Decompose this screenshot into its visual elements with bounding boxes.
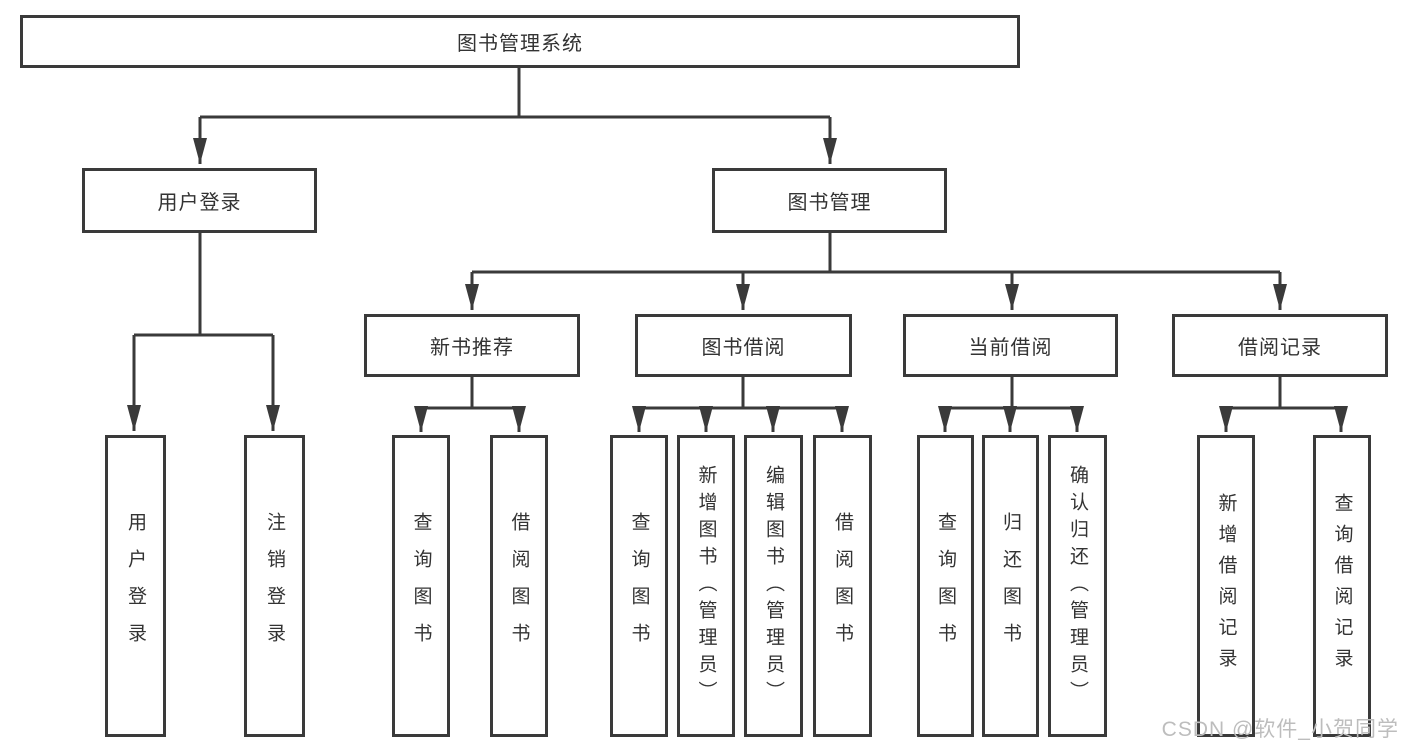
leaf-query-books-borrow: 查询图书 xyxy=(610,435,668,737)
node-library-management-system: 图书管理系统 xyxy=(20,15,1020,68)
node-book-borrow: 图书借阅 xyxy=(635,314,852,377)
leaf-add-book-admin: 新增图书（管理员） xyxy=(677,435,735,737)
leaf-query-books-current: 查询图书 xyxy=(917,435,974,737)
leaf-query-books-recommend: 查询图书 xyxy=(392,435,450,737)
node-current-borrow: 当前借阅 xyxy=(903,314,1118,377)
leaf-user-login: 用户登录 xyxy=(105,435,166,737)
leaf-borrow-books: 借阅图书 xyxy=(813,435,872,737)
leaf-borrow-books-recommend: 借阅图书 xyxy=(490,435,548,737)
watermark-text: CSDN @软件_小贺同学 xyxy=(1161,718,1399,741)
leaf-return-books: 归还图书 xyxy=(982,435,1039,737)
node-borrow-records: 借阅记录 xyxy=(1172,314,1388,377)
leaf-query-borrow-record: 查询借阅记录 xyxy=(1313,435,1371,737)
leaf-add-borrow-record: 新增借阅记录 xyxy=(1197,435,1255,737)
node-user-login: 用户登录 xyxy=(82,168,317,233)
node-book-management: 图书管理 xyxy=(712,168,947,233)
node-new-book-recommend: 新书推荐 xyxy=(364,314,580,377)
leaf-edit-book-admin: 编辑图书（管理员） xyxy=(744,435,803,737)
leaf-confirm-return-admin: 确认归还（管理员） xyxy=(1048,435,1107,737)
leaf-logout: 注销登录 xyxy=(244,435,305,737)
